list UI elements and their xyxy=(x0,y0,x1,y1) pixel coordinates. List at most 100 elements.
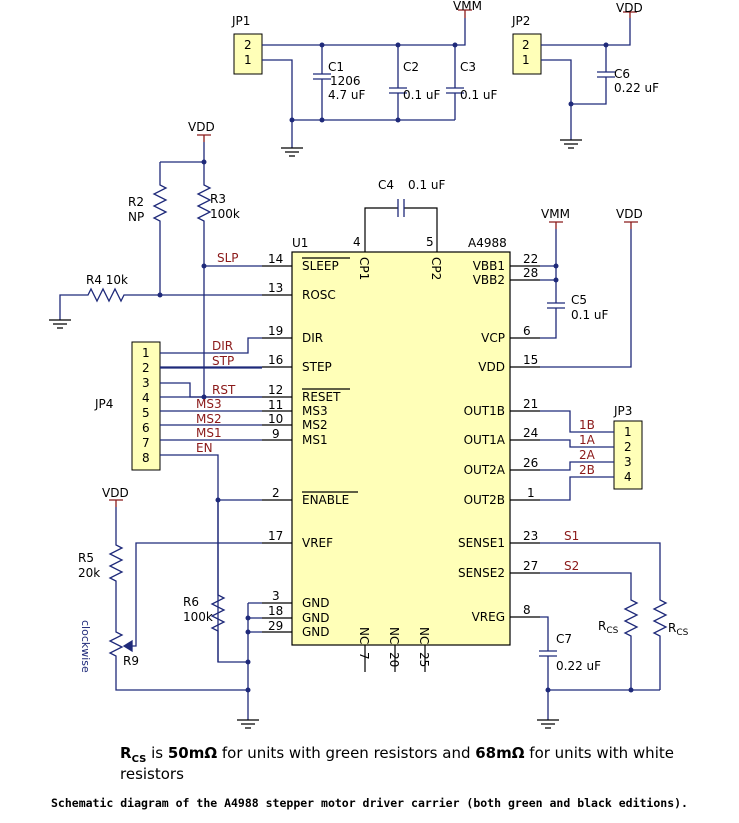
pin-18-num: 18 xyxy=(268,604,283,618)
pin-vbb2-name: VBB2 xyxy=(473,273,505,287)
figure-caption: Schematic diagram of the A4988 stepper m… xyxy=(51,796,688,810)
vmm-label-right: VMM xyxy=(541,207,570,221)
pin-gnd3-name: GND xyxy=(302,625,330,639)
jp4-pin-8: 8 xyxy=(142,451,150,465)
pin-vdd-name: VDD xyxy=(478,360,505,374)
pin-sleep-name: SLEEP xyxy=(302,259,339,273)
note-text-2: for units with green resistors and xyxy=(217,744,476,762)
r2-label: R2 xyxy=(128,195,144,209)
pin-8-num: 8 xyxy=(523,603,531,617)
jp2-pin-1: 1 xyxy=(522,53,530,67)
note-value-white: 68mΩ xyxy=(475,744,525,762)
chip-part: A4988 xyxy=(468,236,507,250)
jp3-pin-3: 3 xyxy=(624,455,632,469)
pin-vref-name: VREF xyxy=(302,536,333,550)
pin-5-num: 5 xyxy=(426,235,434,249)
pin-gnd2-name: GND xyxy=(302,611,330,625)
jp3-pin-2: 2 xyxy=(624,440,632,454)
r9-label: R9 xyxy=(123,654,139,668)
pin-27-num: 27 xyxy=(523,559,538,573)
c6-value: 0.22 uF xyxy=(614,81,659,95)
pin-vcp-name: VCP xyxy=(481,331,505,345)
net-ms1: MS1 xyxy=(196,426,222,440)
r4-label: R4 10k xyxy=(86,273,128,287)
c1-label: C1 xyxy=(328,60,344,74)
pin-out2b-name: OUT2B xyxy=(464,493,505,507)
jp1-pin-2: 2 xyxy=(244,38,252,52)
pin-16-num: 16 xyxy=(268,353,283,367)
net-s1: S1 xyxy=(564,529,579,543)
pin-ms2-name: MS2 xyxy=(302,418,328,432)
rcs2-label: RCS xyxy=(668,621,689,638)
c3-value: 0.1 uF xyxy=(460,88,498,102)
a4988-chip xyxy=(291,251,511,646)
c1-size: 1206 xyxy=(330,74,361,88)
r6-value: 100k xyxy=(183,610,213,624)
right-network: VMM C5 0.1 uF VDD JP3 1 2 3 4 1B 1A 2A 2… xyxy=(537,207,689,729)
pin-vreg-name: VREG xyxy=(472,610,505,624)
net-s2: S2 xyxy=(564,559,579,573)
jp3-label: JP3 xyxy=(613,404,632,418)
pin-28-num: 28 xyxy=(523,266,538,280)
vdd-label-right: VDD xyxy=(616,207,643,221)
pin-11-num: 11 xyxy=(268,398,283,412)
c7-label: C7 xyxy=(556,632,572,646)
pin-14-num: 14 xyxy=(268,252,283,266)
note-r: R xyxy=(120,744,132,762)
note-text-1: is xyxy=(146,744,168,762)
pin-19-num: 19 xyxy=(268,324,283,338)
c5-label: C5 xyxy=(571,293,587,307)
net-ms2: MS2 xyxy=(196,412,222,426)
pin-cp1-name: CP1 xyxy=(357,257,371,280)
pin-15-num: 15 xyxy=(523,353,538,367)
pin-out1b-name: OUT1B xyxy=(464,404,505,418)
c3-label: C3 xyxy=(460,60,476,74)
note-text-3: for units with white resistors xyxy=(120,744,674,783)
left-network: VDD R2 NP R3 100k SLP R4 10k JP4 1 2 3 4… xyxy=(49,120,262,729)
nc-7-name: NC xyxy=(357,627,371,644)
chip-ref: U1 xyxy=(292,236,308,250)
r5-label: R5 xyxy=(78,551,94,565)
net-stp: STP xyxy=(212,354,234,368)
jp2-pin-2: 2 xyxy=(522,38,530,52)
pin-21-num: 21 xyxy=(523,397,538,411)
nc-20-name: NC xyxy=(387,627,401,644)
jp4-pin-2: 2 xyxy=(142,361,150,375)
c6-label: C6 xyxy=(614,67,630,81)
pin-2-num: 2 xyxy=(272,486,280,500)
jp1-label: JP1 xyxy=(231,14,250,28)
pin-step-name: STEP xyxy=(302,360,332,374)
vmm-label-top: VMM xyxy=(453,0,482,13)
pin-cp2-name: CP2 xyxy=(429,257,443,280)
pin-rosc-name: ROSC xyxy=(302,288,336,302)
pin-enable-name: ENABLE xyxy=(302,493,349,507)
jp2-label: JP2 xyxy=(511,14,530,28)
jp4-pin-7: 7 xyxy=(142,436,150,450)
net-en: EN xyxy=(196,441,213,455)
c4-value: 0.1 uF xyxy=(408,178,446,192)
jp1-block: 2 1 JP1 C1 1206 4.7 uF C2 0.1 uF C3 0.1 … xyxy=(231,0,498,157)
nc-25-num: 25 xyxy=(417,652,431,667)
pin-6-num: 6 xyxy=(523,324,531,338)
pin-12-num: 12 xyxy=(268,383,283,397)
pin-reset-name: RESET xyxy=(302,390,341,404)
r3-label: R3 xyxy=(210,192,226,206)
r5-value: 20k xyxy=(78,566,100,580)
pin-out2a-name: OUT2A xyxy=(464,463,506,477)
net-ms3: MS3 xyxy=(196,397,222,411)
c7-value: 0.22 uF xyxy=(556,659,601,673)
pin-sense2-name: SENSE2 xyxy=(458,566,505,580)
c4-label: C4 xyxy=(378,178,394,192)
vdd-label-r5: VDD xyxy=(102,486,129,500)
jp4-pin-3: 3 xyxy=(142,376,150,390)
vdd-label-left: VDD xyxy=(188,120,215,134)
nc-20-num: 20 xyxy=(387,652,401,667)
r3-value: 100k xyxy=(210,207,240,221)
jp3-pin-4: 4 xyxy=(624,470,632,484)
pin-3-num: 3 xyxy=(272,589,280,603)
pin-26-num: 26 xyxy=(523,456,538,470)
net-1a: 1A xyxy=(579,433,596,447)
r9-direction: clockwise xyxy=(79,620,92,673)
pin-9-num: 9 xyxy=(272,427,280,441)
